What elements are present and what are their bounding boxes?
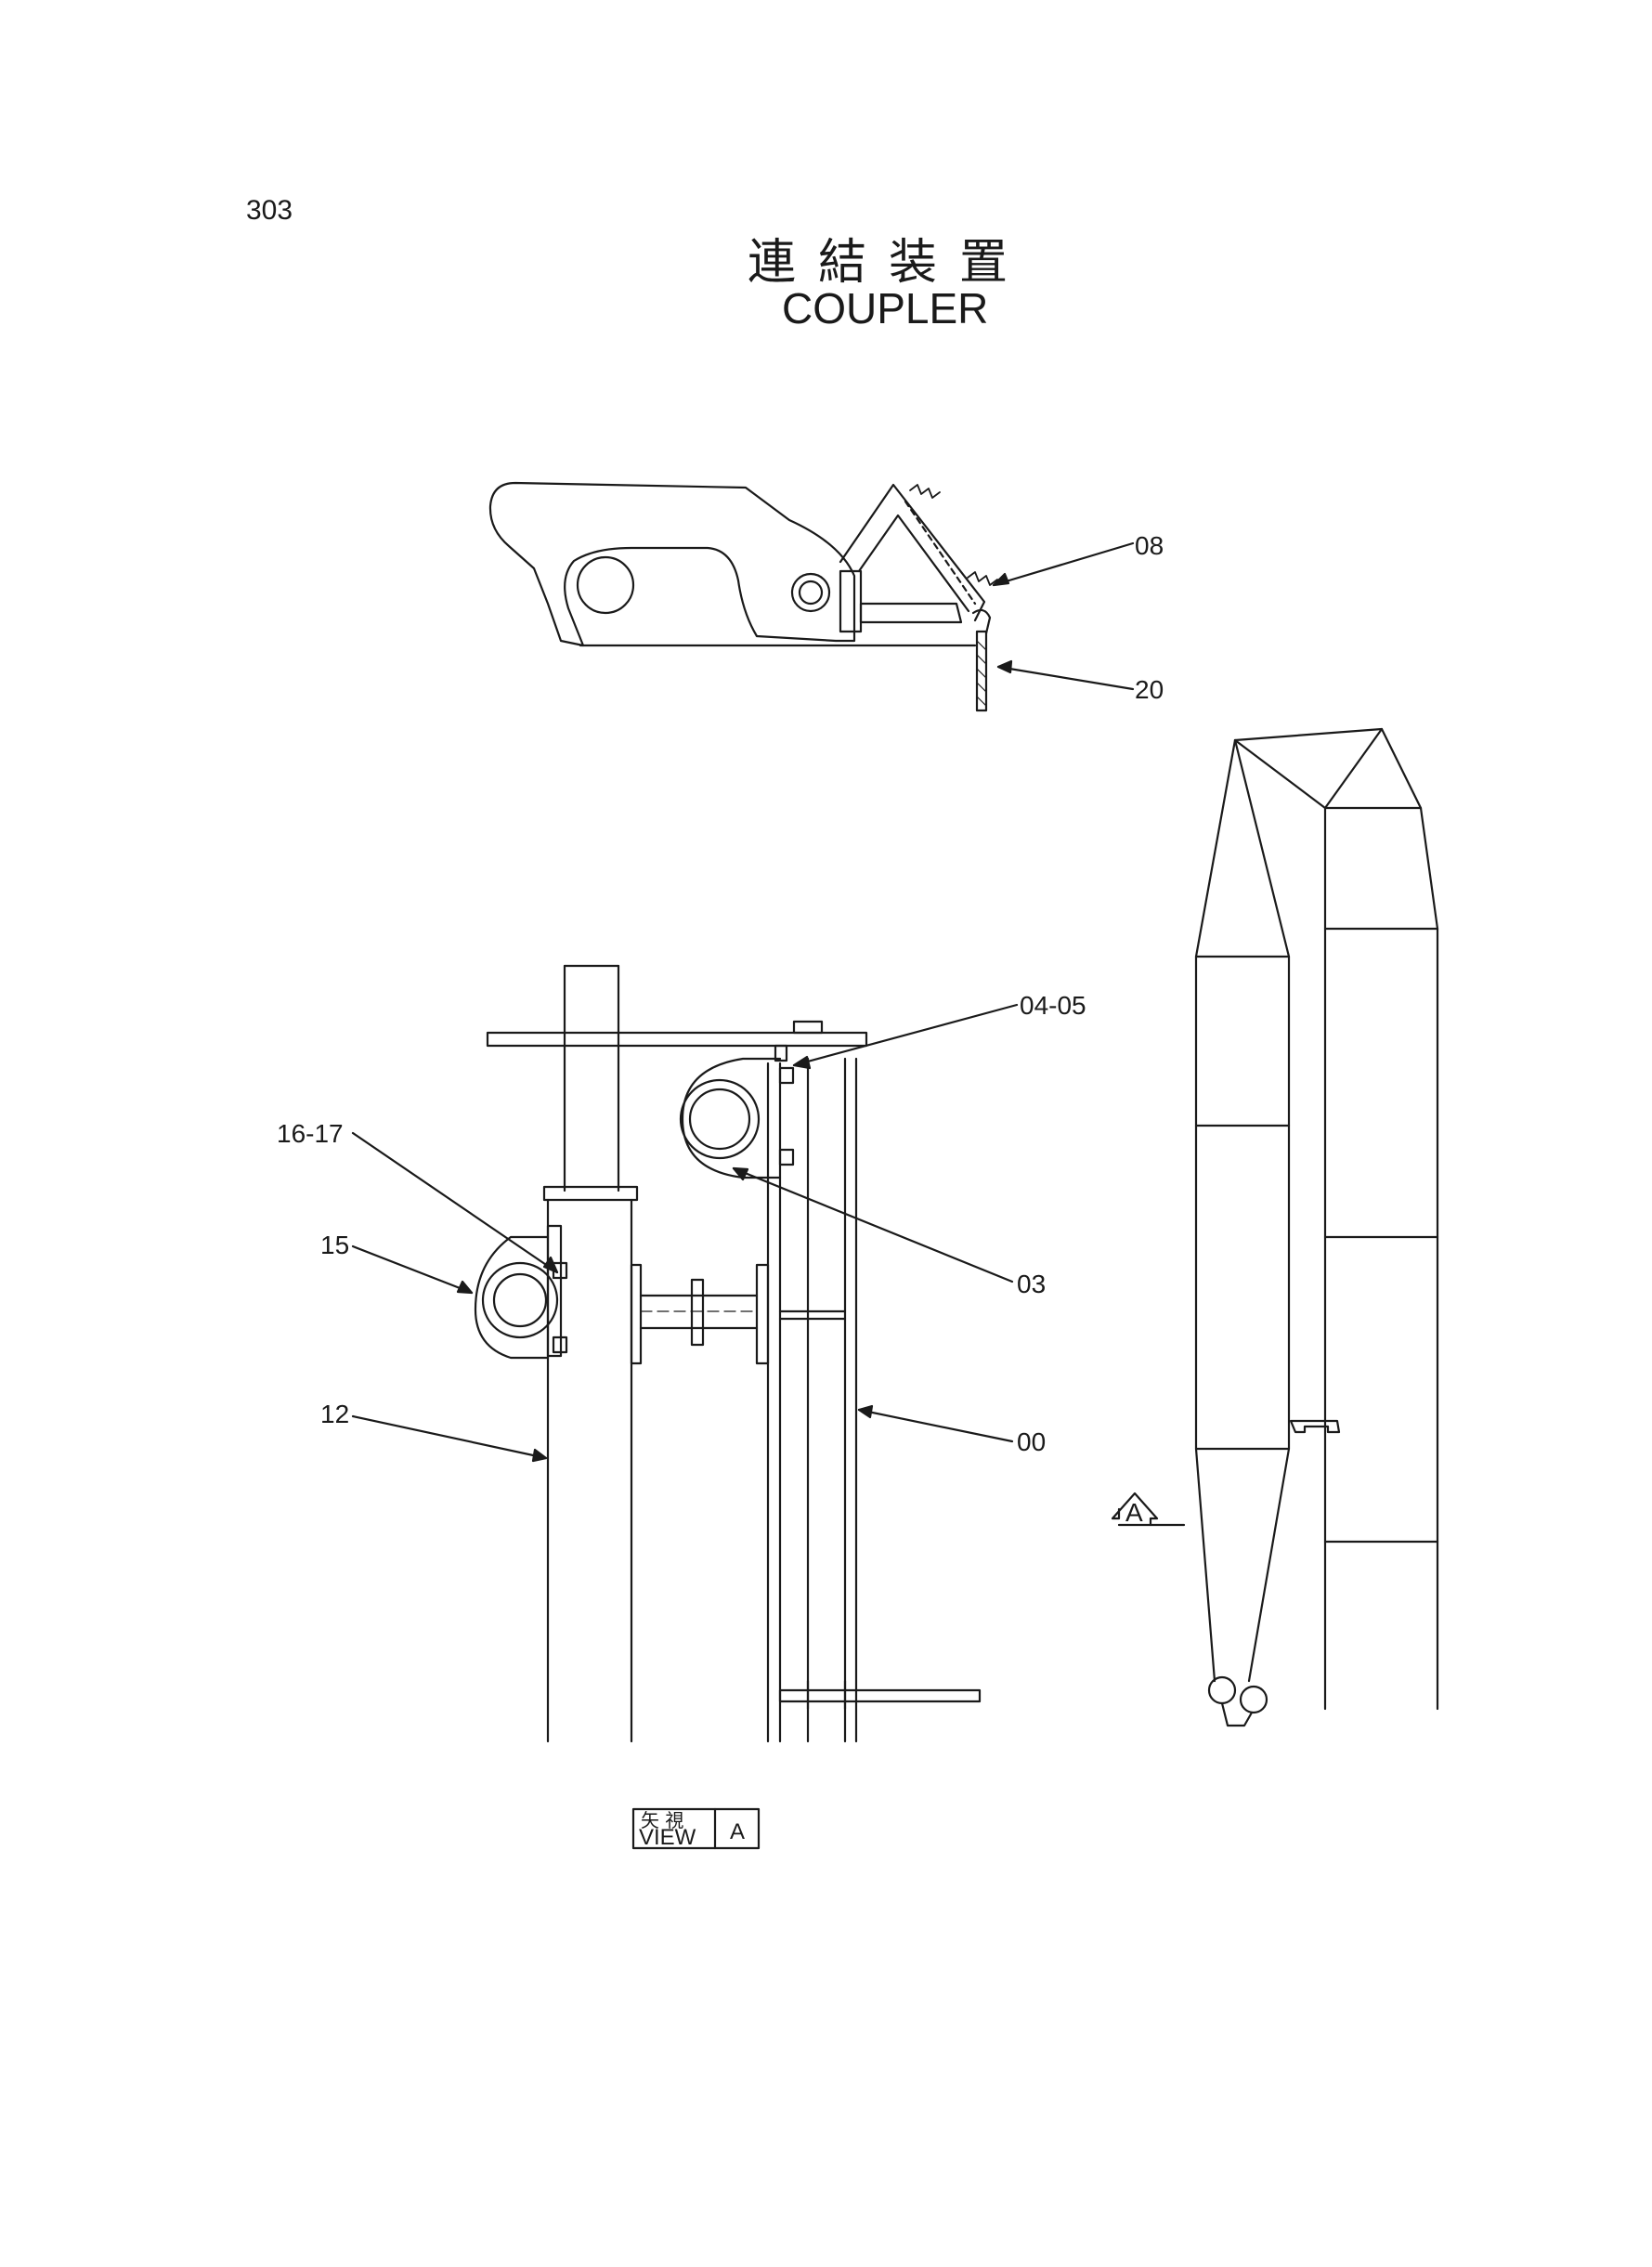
page-title-english: COUPLER bbox=[782, 284, 989, 332]
callout-00: 00 bbox=[1017, 1427, 1046, 1456]
hook-detail bbox=[488, 481, 998, 712]
callout-03: 03 bbox=[1017, 1270, 1046, 1298]
view-label-english: VIEW bbox=[639, 1825, 696, 1850]
callout-12: 12 bbox=[320, 1400, 349, 1428]
view-a-marker: A bbox=[1111, 1492, 1186, 1527]
view-label-letter: A bbox=[730, 1819, 745, 1844]
callout-20: 20 bbox=[1135, 675, 1164, 704]
view-label-japanese: 矢 視 bbox=[641, 1809, 683, 1831]
page-title-japanese: 連結装置 bbox=[748, 235, 1031, 291]
callout-15: 15 bbox=[320, 1231, 349, 1259]
view-marker-letter: A bbox=[1125, 1498, 1143, 1527]
page-number: 303 bbox=[246, 195, 293, 226]
view-a-elevation bbox=[474, 964, 982, 1743]
view-a-label: 矢 視 VIEW A bbox=[631, 1807, 761, 1850]
callout-04-05: 04-05 bbox=[1020, 991, 1086, 1020]
callout-16-17: 16-17 bbox=[277, 1119, 344, 1148]
side-elevation bbox=[1194, 727, 1439, 1727]
callout-08: 08 bbox=[1135, 531, 1164, 560]
